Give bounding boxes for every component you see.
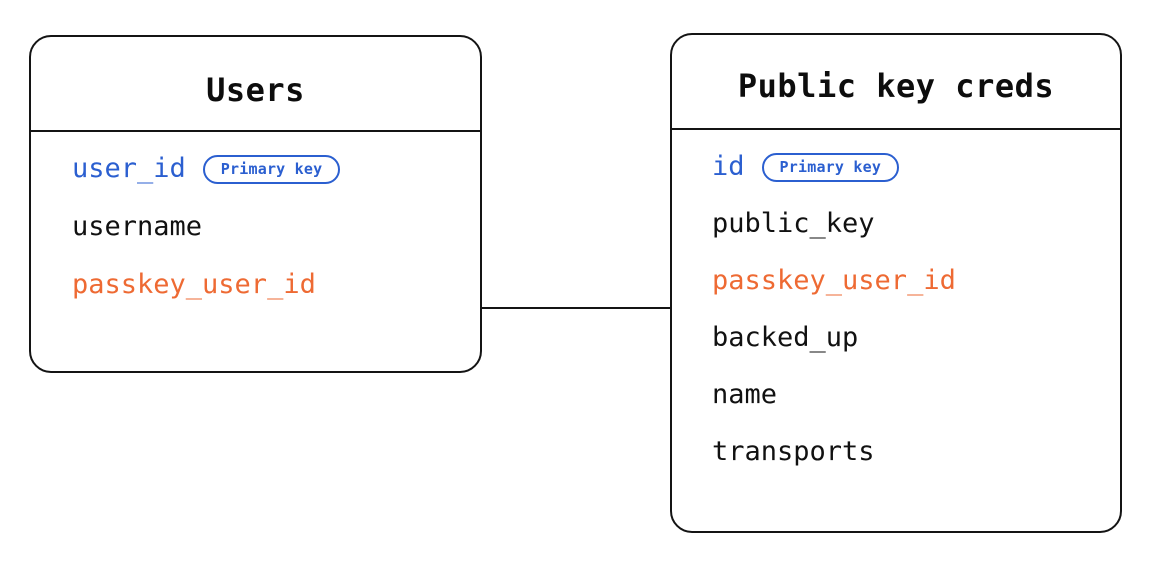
relationship-users-credentials — [480, 307, 672, 309]
entity-users-header-divider — [29, 130, 482, 132]
field-row[interactable]: username — [72, 210, 202, 244]
field-name: username — [72, 211, 203, 242]
entity-users-title: Users — [206, 71, 305, 109]
field-name: backed_up — [712, 322, 859, 353]
entity-credentials-header-divider — [670, 128, 1122, 130]
field-row[interactable]: user_id Primary key — [72, 152, 341, 186]
entity-credentials-title: Public key creds — [737, 67, 1055, 105]
field-row[interactable]: transports — [712, 435, 875, 469]
field-name: id — [712, 151, 745, 182]
entity-credentials[interactable]: Public key creds id Primary key public_key… — [670, 33, 1122, 533]
field-row[interactable]: passkey_user_id — [712, 264, 956, 298]
entity-users[interactable]: Users user_id Primary key username passkey_… — [29, 35, 482, 373]
field-name: public_key — [712, 208, 875, 239]
field-row[interactable]: backed_up — [712, 321, 858, 355]
field-name: passkey_user_id — [712, 265, 956, 296]
field-row[interactable]: passkey_user_id — [72, 268, 316, 302]
field-name: user_id — [72, 153, 186, 184]
field-row[interactable]: public_key — [712, 207, 875, 241]
field-row[interactable]: name — [712, 378, 777, 412]
field-name: transports — [712, 436, 875, 467]
field-name: passkey_user_id — [72, 269, 316, 300]
primary-key-badge: Primary key — [202, 154, 341, 184]
field-name: name — [712, 379, 778, 410]
primary-key-badge: Primary key — [761, 152, 900, 182]
field-row[interactable]: id Primary key — [712, 150, 900, 184]
